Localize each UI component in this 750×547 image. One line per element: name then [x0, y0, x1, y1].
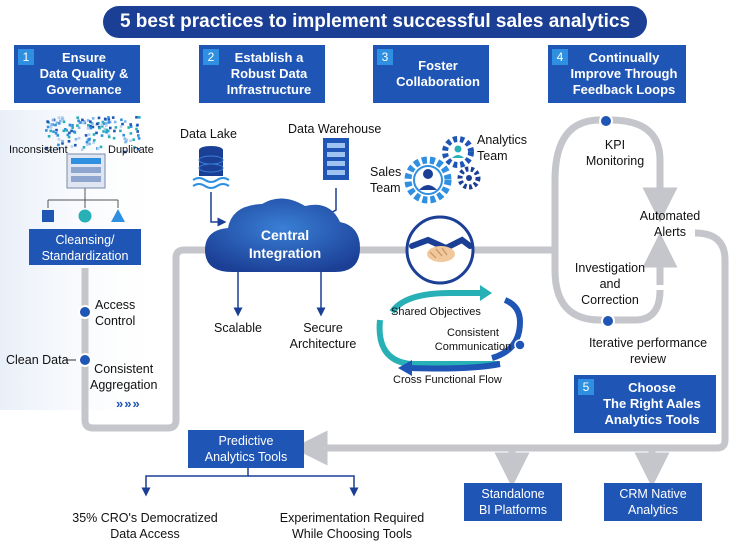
lake-arrow	[210, 192, 227, 227]
step-number: 4	[552, 49, 568, 65]
iterative-review-label: Iterative performance review	[588, 336, 708, 366]
shared-objectives-label: Shared Objectives	[391, 306, 481, 318]
step-number: 2	[203, 49, 219, 65]
clean-data-label: Clean Data	[6, 353, 69, 367]
standalone-bi-box: Standalone BI Platforms	[464, 483, 562, 521]
step-2-box: 2 Establish a Robust Data Infrastructure	[199, 45, 325, 103]
step-label: Ensure Data Quality & Governance	[39, 50, 129, 97]
step-number: 1	[18, 49, 34, 65]
step-3-box: 3 Foster Collaboration	[373, 45, 489, 103]
cross-functional-flow-label: Cross Functional Flow	[393, 374, 502, 386]
access-control-label: Access Control	[95, 298, 136, 328]
secure-architecture-label: Secure Architecture	[289, 321, 357, 351]
scattered-data-icon	[45, 116, 141, 157]
democratized-arrow	[141, 468, 249, 497]
clean-dot	[78, 353, 92, 367]
gears-icon	[404, 136, 481, 204]
inconsistent-label: Inconsistent	[9, 144, 68, 156]
feedback-loop-right	[609, 116, 678, 223]
central-integration-label: Central Integration	[248, 227, 322, 261]
step-number: 3	[377, 49, 393, 65]
kpi-dot	[599, 114, 613, 128]
cloud-icon	[205, 198, 360, 272]
step-number: 5	[578, 379, 594, 395]
cleansing-box: Cleansing/ Standardization	[29, 229, 141, 265]
step-1-box: 1 Ensure Data Quality & Governance	[14, 45, 140, 103]
access-dot	[78, 305, 92, 319]
step-5-box: 5 Choose The Right Aales Analytics Tools	[574, 375, 716, 433]
cycle-icon	[376, 285, 526, 376]
step-label: Continually Improve Through Feedback Loo…	[570, 50, 678, 97]
automated-alerts-label: Automated Alerts	[639, 209, 701, 239]
kpi-monitoring-label: KPI Monitoring	[585, 138, 645, 168]
square-icon	[42, 210, 54, 222]
predictive-tools-box: Predictive Analytics Tools	[188, 430, 304, 468]
main-flow-line	[81, 246, 555, 432]
server-stack-icon	[66, 153, 106, 189]
experimentation-label: Experimentation Required While Choosing …	[279, 511, 425, 541]
data-warehouse-label: Data Warehouse	[288, 122, 382, 136]
data-lake-label: Data Lake	[180, 127, 237, 141]
chevrons-icon: »»»	[116, 396, 141, 411]
triangle-icon	[111, 209, 125, 222]
data-warehouse-icon	[323, 138, 349, 180]
step-4-box: 4 Continually Improve Through Feedback L…	[548, 45, 686, 103]
duplicate-label: Duplicate	[108, 144, 154, 156]
consistent-communication-label: Consistent Communication	[434, 327, 512, 353]
experimentation-arrow	[248, 475, 359, 497]
analytics-team-label: Analytics Team	[477, 133, 528, 163]
sales-team-label: Sales Team	[370, 165, 402, 195]
feedback-loop-left	[551, 116, 664, 324]
step-label: Foster Collaboration	[396, 58, 480, 89]
page-title: 5 best practices to implement successful…	[103, 6, 647, 38]
consistent-aggregation-label: Consistent Aggregation	[90, 362, 158, 392]
circle-icon	[78, 209, 92, 223]
review-dot	[601, 314, 615, 328]
tools-flow-line	[292, 229, 729, 466]
step-label: Choose The Right Aales Analytics Tools	[603, 380, 701, 427]
handshake-icon	[405, 215, 475, 285]
scalable-label: Scalable	[214, 321, 262, 335]
crm-native-box: CRM Native Analytics	[604, 483, 702, 521]
step-label: Establish a Robust Data Infrastructure	[226, 50, 312, 97]
democratized-label: 35% CRO's Democratized Data Access	[72, 511, 218, 541]
investigation-label: Investigation and Correction	[574, 261, 646, 307]
data-lake-icon	[192, 146, 230, 189]
